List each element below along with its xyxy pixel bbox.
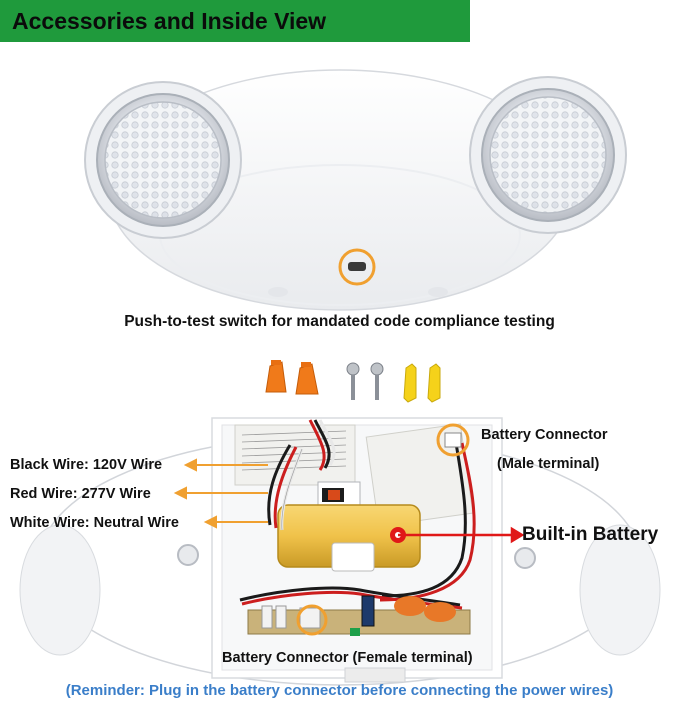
right-lamp-head <box>469 76 627 234</box>
circuit-board <box>247 595 471 636</box>
top-caption: Push-to-test switch for mandated code co… <box>124 313 555 330</box>
callout-arrows <box>173 458 268 529</box>
battery-connector-male-label: Battery Connector <box>481 427 608 443</box>
battery-connector-female-label: Battery Connector (Female terminal) <box>222 650 473 666</box>
battery-connector-female <box>296 604 328 636</box>
accessories <box>265 360 441 403</box>
wall-anchor-icon <box>403 363 441 403</box>
wire-nut-icon <box>265 360 319 395</box>
banner-title: Accessories and Inside View <box>12 8 327 34</box>
built-in-battery-label: Built-in Battery <box>522 524 659 545</box>
exit-light-top-view <box>84 69 627 311</box>
header-banner: Accessories and Inside View <box>0 0 470 42</box>
battery-connector-male-sublabel: (Male terminal) <box>497 456 600 472</box>
push-to-test-switch[interactable] <box>338 248 376 286</box>
built-in-battery <box>277 504 421 572</box>
battery-arrow <box>398 526 525 544</box>
battery-connector-male <box>436 423 470 457</box>
screw-icon <box>346 362 384 400</box>
reminder-note: (Reminder: Plug in the battery connector… <box>65 682 614 699</box>
red-wire-label: Red Wire: 277V Wire <box>10 486 151 502</box>
black-wire-label: Black Wire: 120V Wire <box>10 457 163 473</box>
left-lamp-head <box>84 81 242 239</box>
wire-bundle <box>239 419 476 610</box>
white-wire-label: White Wire: Neutral Wire <box>10 515 179 531</box>
